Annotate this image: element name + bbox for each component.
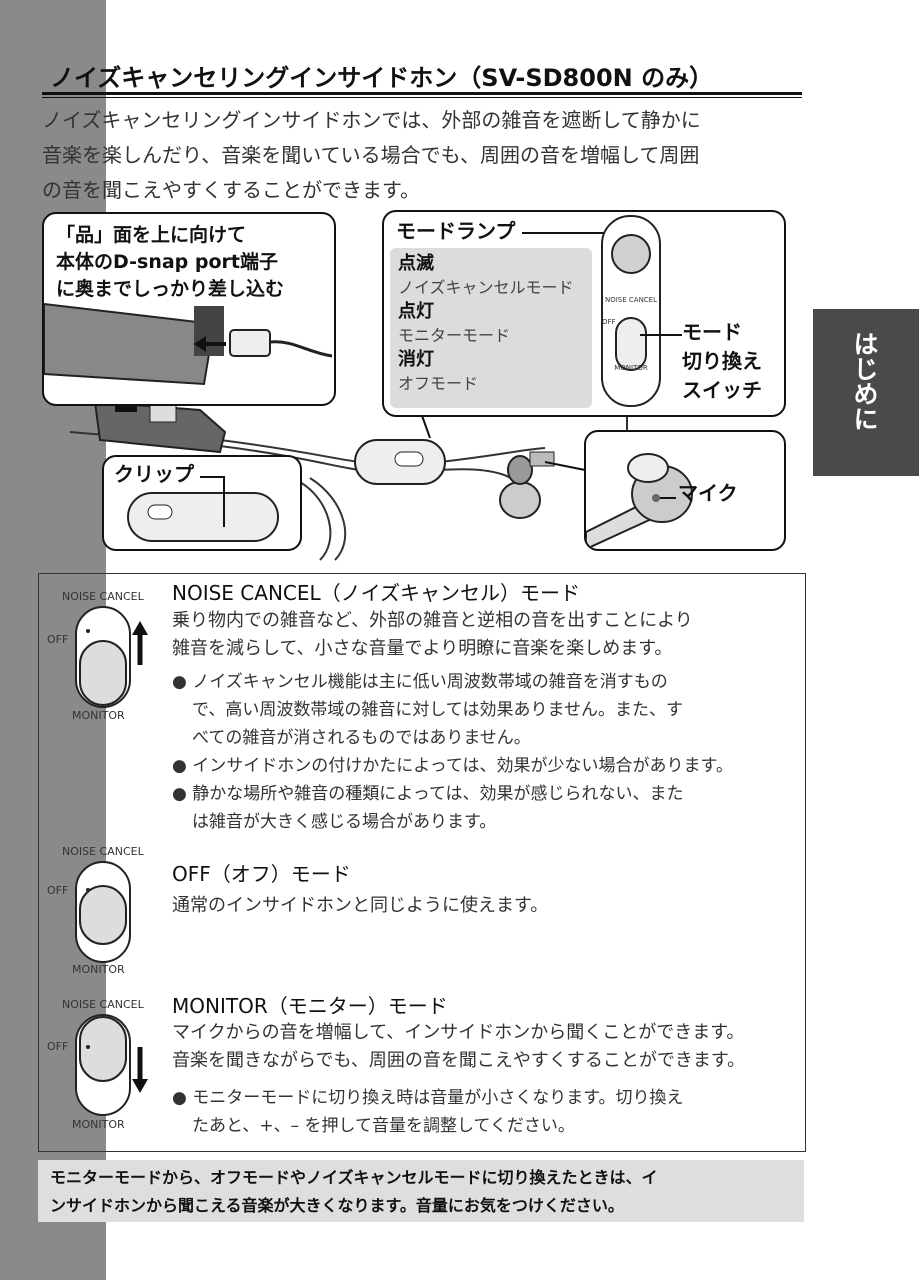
monitor-bullets: ● モニターモードに切り換え時は音量が小さくなります。切り換え たあと、+、– … <box>172 1084 684 1140</box>
cable-plug-icon <box>229 329 271 357</box>
lamp-state-blink: 点滅 <box>398 253 434 274</box>
switch-top-label: NOISE CANCEL <box>62 845 144 858</box>
player-device-icon <box>93 398 227 454</box>
mode-explanation-box <box>38 573 806 1152</box>
monitor-heading: MONITOR（モニター）モード <box>172 994 448 1018</box>
switch-top-label: NOISE CANCEL <box>62 590 144 603</box>
title-rule-thin <box>42 97 802 98</box>
list-item: ● ノイズキャンセル機能は主に低い周波数帯域の雑音を消すもの <box>172 672 668 692</box>
title-rule <box>42 92 802 95</box>
connect-instruction-line: 「品」面を上に向けて <box>56 224 247 246</box>
connect-callout: 「品」面を上に向けて 本体のD-snap port端子 に奥までしっかり差し込む <box>42 212 336 406</box>
mode-lamp-icon <box>611 234 651 274</box>
noise-cancel-heading: NOISE CANCEL（ノイズキャンセル）モード <box>172 581 581 605</box>
noise-cancel-bullets: ● ノイズキャンセル機能は主に低い周波数帯域の雑音を消すもの で、高い周波数帯域… <box>172 668 733 836</box>
mode-switch-icon <box>615 317 647 371</box>
lamp-state-table <box>390 248 592 408</box>
lamp-state-off: 消灯 <box>398 349 434 370</box>
mode-lamp-label: モードランプ <box>396 219 516 243</box>
switch-bottom-label: MONITOR <box>72 1118 125 1131</box>
controller-closeup-icon <box>601 215 661 407</box>
switch-monitor-icon <box>75 1014 148 1116</box>
tab-preparation[interactable]: 準備 <box>850 704 879 754</box>
caution-note: モニターモードから、オフモードやノイズキャンセルモードに切り換えたときは、イ ン… <box>38 1160 804 1222</box>
clip-label: クリップ <box>114 462 194 486</box>
intro-line: 音楽を楽しんだり、音楽を聞いている場合でも、周囲の音を増幅して周囲 <box>42 143 700 167</box>
list-item: ● 静かな場所や雑音の種類によっては、効果が感じられない、また <box>172 784 684 804</box>
page-number: 5 <box>857 1193 875 1222</box>
noise-cancel-text: 乗り物内での雑音など、外部の雑音と逆相の音を出すことにより 雑音を減らして、小さ… <box>172 610 693 659</box>
switch-off-label: OFF <box>47 633 69 646</box>
intro-paragraph: ノイズキャンセリングインサイドホンでは、外部の雑音を遮断して静かに 音楽を楽しん… <box>42 103 812 208</box>
mode-switch-label: モード 切り換え スイッチ <box>682 320 762 402</box>
mic-callout: マイク <box>584 430 786 551</box>
list-item: ● モニターモードに切り換え時は音量が小さくなります。切り換え <box>172 1088 684 1108</box>
switch-label-bottom: MONITOR <box>614 364 648 372</box>
dsnap-port-icon <box>194 306 224 356</box>
switch-label-top: NOISE CANCEL <box>604 296 658 304</box>
switch-top-label: NOISE CANCEL <box>62 998 144 1011</box>
page-title: ノイズキャンセリングインサイドホン（SV-SD800N のみ） <box>50 64 714 92</box>
switch-noise-cancel-icon <box>75 606 148 708</box>
tab-introduction[interactable]: はじめに <box>813 309 919 476</box>
lamp-state-on: 点灯 <box>398 301 434 322</box>
tab-playback[interactable]: 再生 <box>850 874 879 924</box>
switch-bottom-label: MONITOR <box>72 709 125 722</box>
lamp-mode-noise-cancel: ノイズキャンセルモード <box>398 278 574 297</box>
mic-label: マイク <box>678 481 738 505</box>
clip-callout: クリップ <box>102 455 302 551</box>
tab-other[interactable]: その他 <box>850 1020 879 1095</box>
tab-cdrom-install[interactable]: CD-ROMの インストール <box>834 492 889 642</box>
off-text: 通常のインサイドホンと同じように使えます。 <box>172 895 549 916</box>
connect-instruction-line: 本体のD-snap port端子 <box>56 251 278 273</box>
mic-callout-pointer <box>544 461 586 471</box>
player-body-icon <box>44 302 216 386</box>
switch-bottom-label: MONITOR <box>72 963 125 976</box>
noise-cancel-controller-icon <box>354 439 446 485</box>
connect-instruction-line: に奥までしっかり差し込む <box>56 278 285 300</box>
intro-line: の音を聞こえやすくすることができます。 <box>42 178 420 202</box>
tab-safety[interactable]: 安全上の ご注意 <box>834 164 889 264</box>
microphone-icon <box>652 494 660 502</box>
monitor-text: マイクからの音を増幅して、インサイドホンから聞くことができます。 音楽を聞きなが… <box>172 1022 746 1071</box>
lamp-mode-off: オフモード <box>398 374 479 393</box>
lamp-mode-monitor: モニターモード <box>398 326 511 345</box>
lamp-states: 点滅 ノイズキャンセルモード 点灯 モニターモード 消灯 オフモード <box>398 252 574 396</box>
product-diagram <box>69 398 628 561</box>
switch-off-icon <box>75 861 131 963</box>
off-heading: OFF（オフ）モード <box>172 862 351 886</box>
earbud-icon <box>499 451 555 519</box>
switch-off-label: OFF <box>47 1040 69 1053</box>
list-item: ● インサイドホンの付けかたによっては、効果が少ない場合があります。 <box>172 756 733 776</box>
switch-label-off: OFF <box>602 318 616 326</box>
switch-off-label: OFF <box>47 884 69 897</box>
intro-line: ノイズキャンセリングインサイドホンでは、外部の雑音を遮断して静かに <box>42 108 701 132</box>
